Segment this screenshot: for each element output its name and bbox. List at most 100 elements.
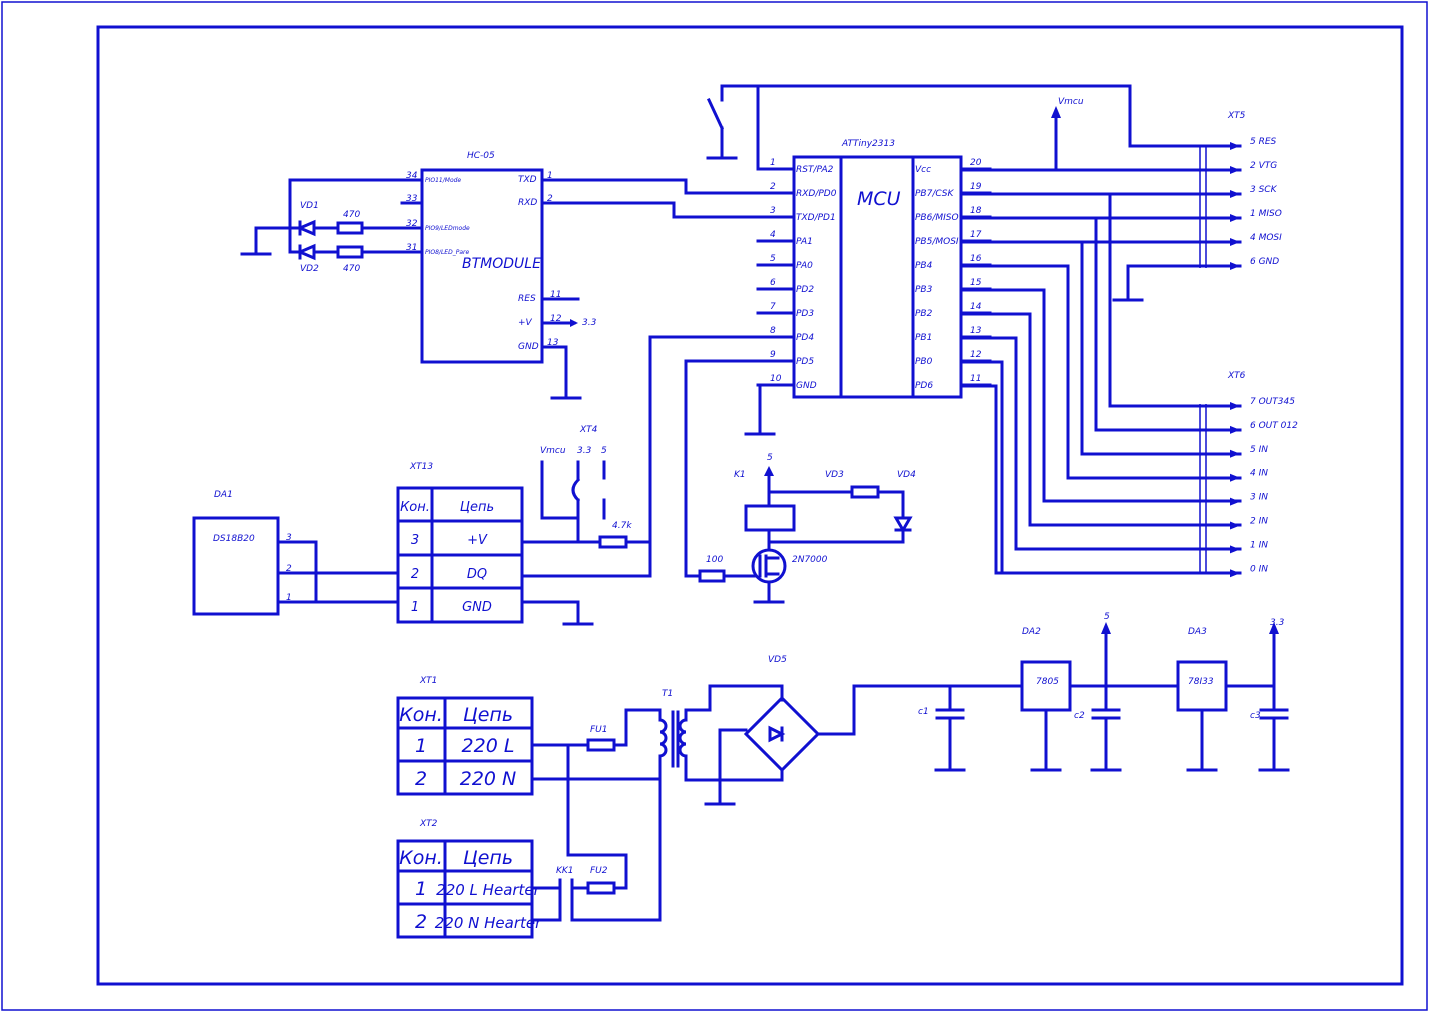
mcu-pin-name: PB5/MOSI: [915, 237, 959, 247]
xt1-ref: XT1: [419, 676, 437, 686]
mcu-pin-name: PB4: [915, 261, 933, 271]
mcu-pin-num: 8: [770, 326, 776, 336]
mcu-pin-num: 10: [770, 374, 782, 384]
led-ref: VD1: [300, 201, 319, 211]
hc05-pin-num: 34: [406, 171, 418, 181]
xt4-label: 5: [601, 446, 607, 456]
mcu-pin-num: 19: [970, 182, 982, 192]
xt13-cell: DQ: [467, 567, 487, 582]
drawing-frame: [96, 25, 1404, 986]
mcu-pin-num: 16: [970, 254, 982, 264]
xt13-header: Цепь: [460, 500, 494, 515]
bridge-rectifier: VD5: [704, 655, 1024, 806]
hc05-module: HC-05 BTMODULE 34 33 32 31 PIO11/Mode PI…: [400, 151, 597, 400]
gate-resistor-value: 100: [706, 555, 723, 565]
mcu-pin-name: PD4: [796, 333, 814, 343]
mcu-pin-name: PA0: [796, 261, 813, 271]
xt5-pin-label: 2 VTG: [1250, 161, 1277, 171]
mains-wiring: FU1 KK1 FU2: [530, 708, 662, 922]
xt5-connector: XT5: [1199, 111, 1246, 268]
bridge-ref: VD5: [768, 655, 787, 665]
xt4-ref: XT4: [579, 425, 598, 435]
da2-ref: DA2: [1022, 627, 1041, 637]
hc05-pin-num: 31: [406, 243, 417, 253]
xt2-header: Кон.: [399, 847, 443, 869]
mcu-ref: ATTiny2313: [841, 139, 895, 149]
hc05-pin-name: GND: [518, 342, 539, 352]
xt13-header: Кон.: [400, 500, 430, 515]
mcu-pin-num: 18: [970, 206, 982, 216]
transformer-ref: T1: [662, 689, 673, 699]
reset-switch: [706, 84, 1242, 171]
mcu-pin-name: GND: [796, 381, 817, 391]
xt5-pin-label: 4 MOSI: [1250, 233, 1282, 243]
da3-ref: DA3: [1188, 627, 1207, 637]
diode-ref: VD3: [825, 470, 844, 480]
hc05-pin-name: PIO9/LEDmode: [425, 225, 470, 232]
mcu-pin-name: RST/PA2: [796, 165, 834, 175]
resistor-value: 470: [343, 210, 360, 220]
da1-part: DS18B20: [213, 534, 255, 544]
hc05-pin-num: 1: [547, 171, 553, 181]
mcu-pin-name: PB7/CSK: [915, 189, 955, 199]
mcu-pin-num: 2: [770, 182, 776, 192]
mcu-pin-num: 6: [770, 278, 776, 288]
hc05-pin-name: RES: [518, 294, 536, 304]
mcu-pin-name: TXD/PD1: [796, 213, 836, 223]
hc05-pin-num: 11: [550, 290, 561, 300]
hc05-pin-name: PIO11/Mode: [425, 177, 461, 184]
xt1-header: Кон.: [399, 704, 443, 726]
mcu-pin-name: PB2: [915, 309, 933, 319]
cap-label: c3: [1250, 711, 1261, 721]
mcu-right-routing: [959, 168, 1242, 575]
cap-label: c2: [1074, 711, 1085, 721]
xt13-ref: XT13: [409, 462, 433, 472]
mcu-pin-num: 13: [970, 326, 982, 336]
da3-output: 3.3: [1270, 618, 1285, 628]
mcu-pin-num: 9: [770, 350, 776, 360]
da3-part: 78I33: [1188, 677, 1214, 687]
xt2-table: XT2 Кон. Цепь 1 220 L Hearter 2 220 N He…: [396, 819, 542, 939]
vmcu-label: Vmcu: [1058, 97, 1084, 107]
xt13-table: XT13 Кон. Цепь 3 +V 2 DQ 1 GND: [396, 462, 594, 626]
fet-ref: 2N7000: [792, 555, 828, 565]
xt13-cell: 3: [411, 533, 419, 548]
hc05-pin-num: 32: [406, 219, 418, 229]
led-ref: VD2: [300, 264, 319, 274]
xt2-cell: 220 N Hearter: [435, 914, 542, 932]
mcu-pin-name: PD6: [915, 381, 933, 391]
da2-part: 7805: [1036, 677, 1059, 687]
xt6-connector: XT6: [1199, 371, 1246, 574]
da1-pin: 2: [286, 564, 292, 574]
xt5-pin-label: 6 GND: [1250, 257, 1279, 267]
power-supply: c1 DA2 7805 5 c2 DA3 78I33 3.3 c3: [918, 612, 1290, 772]
xt13-cell: GND: [462, 600, 492, 615]
relay-supply: 5: [767, 453, 773, 463]
xt5-pin-label: 5 RES: [1250, 137, 1277, 147]
contact-ref: KK1: [556, 866, 574, 876]
mcu-pin-num: 1: [770, 158, 776, 168]
xt6-pin-label: 2 IN: [1250, 517, 1268, 527]
fuse-ref: FU2: [590, 866, 608, 876]
da2-output: 5: [1104, 612, 1110, 622]
mcu-pin-num: 15: [970, 278, 982, 288]
xt5-pin-label: 3 SCK: [1250, 185, 1278, 195]
status-leds: VD1 VD2 470 470: [240, 178, 404, 274]
hc05-pin-name: TXD: [518, 175, 537, 185]
resistor-value: 470: [343, 264, 360, 274]
xt13-cell: 1: [411, 600, 419, 615]
mcu-pin-num: 14: [970, 302, 982, 312]
xt5-terminal-arrow: [1230, 142, 1240, 150]
xt6-pin-label: 3 IN: [1250, 493, 1268, 503]
hc05-pin-num: 2: [547, 194, 553, 204]
da1-pin: 1: [286, 593, 292, 603]
transformer: T1: [658, 684, 784, 782]
mcu-pin-num: 17: [970, 230, 982, 240]
xt2-cell: 220 L Hearter: [436, 881, 541, 899]
mcu-pin-num: 3: [770, 206, 776, 216]
mcu-body-label: MCU: [857, 188, 901, 210]
xt6-pin-label: 4 IN: [1250, 469, 1268, 479]
